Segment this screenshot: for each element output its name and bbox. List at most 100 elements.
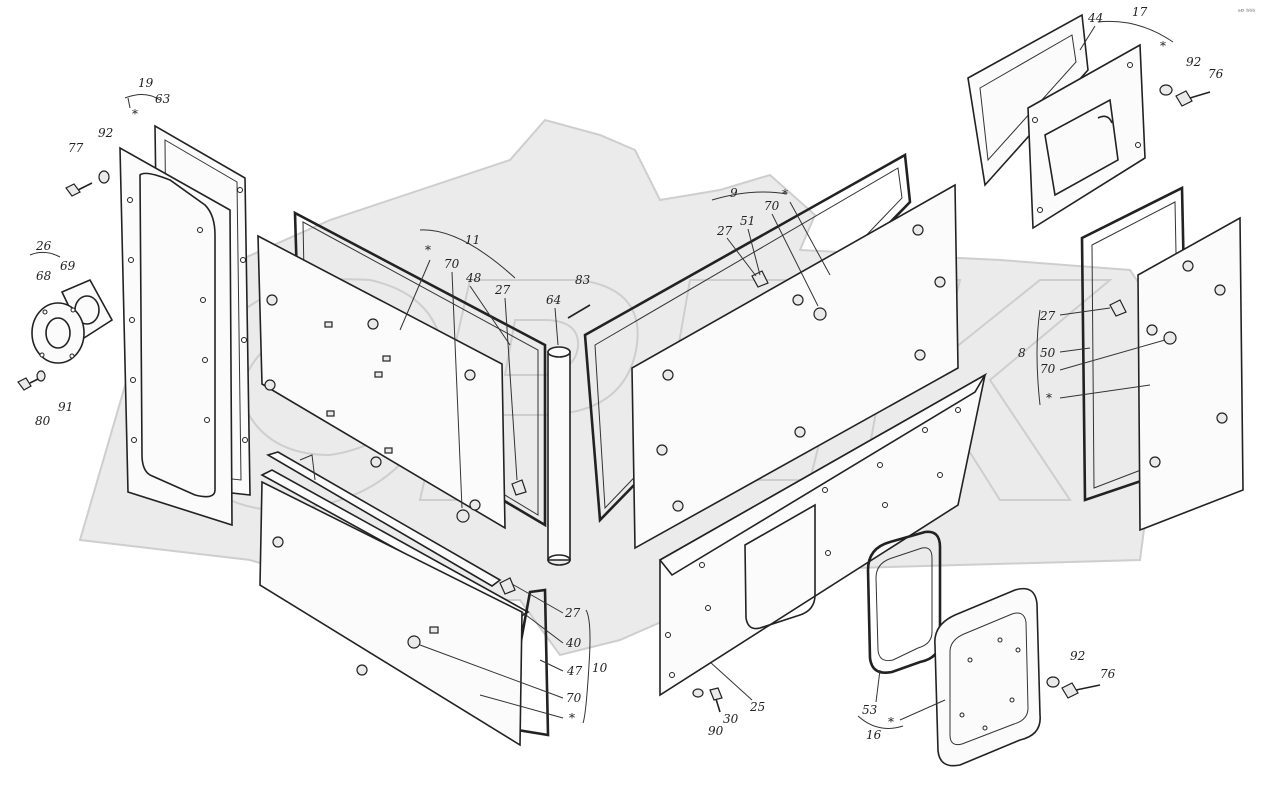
callout-69: 69 [60, 259, 76, 273]
corner-mark: ᵃᴰ ᵇᵇᵇ [1238, 8, 1255, 16]
callout-8: 8 [1018, 346, 1026, 360]
callout-27-lower: 27 [564, 606, 581, 620]
callout-16: 16 [866, 728, 882, 742]
leader-star-11 [399, 259, 431, 331]
brace-11 [419, 229, 516, 279]
callout-63: 63 [155, 92, 171, 106]
callout-64: 64 [546, 293, 561, 307]
callout-50: 50 [1040, 346, 1056, 360]
callout-76-lower: 76 [1100, 667, 1116, 681]
screw-30 [709, 687, 723, 713]
callout-90: 90 [708, 724, 724, 738]
leader-48 [469, 285, 511, 346]
callout-star-9: * [782, 187, 788, 201]
callout-92-left: 92 [98, 126, 113, 140]
panel-11 [257, 234, 506, 530]
callout-17: 17 [1132, 5, 1148, 19]
part-group-10-panel [259, 451, 550, 747]
rail-27 [266, 451, 502, 587]
callout-40: 40 [565, 636, 582, 650]
washer-91 [36, 370, 46, 382]
callout-star-11: * [425, 243, 431, 257]
flange-68 [31, 302, 85, 364]
clip-27-center [751, 270, 769, 288]
callout-25: 25 [749, 700, 765, 714]
nut-70-center [813, 307, 827, 321]
washer-92-lower [1046, 676, 1060, 688]
callout-star-10: * [569, 711, 575, 725]
callout-47: 47 [566, 664, 583, 678]
callout-star-17: * [1160, 39, 1166, 53]
clip-27-lower [499, 577, 516, 595]
part-group-26-flange [31, 278, 114, 364]
callout-26: 26 [35, 239, 52, 253]
nut-70-right [1163, 331, 1177, 345]
callout-star-8: * [1046, 391, 1052, 405]
brace-10 [582, 609, 591, 724]
frame-44 [967, 13, 1089, 187]
brace-8 [1036, 309, 1041, 406]
callout-77: 77 [68, 141, 84, 155]
callout-70-upper: 70 [444, 257, 460, 271]
callout-star-16: * [888, 715, 894, 729]
washer-90 [692, 688, 704, 698]
callout-27-upper: 27 [494, 283, 511, 297]
callout-92-upper: 92 [1186, 55, 1201, 69]
callout-70-right: 70 [1040, 362, 1056, 376]
callout-80: 80 [35, 414, 51, 428]
nut-70-upper [456, 509, 470, 523]
callout-27-right: 27 [1039, 309, 1056, 323]
part-group-19-frame [119, 124, 251, 527]
callout-19: 19 [138, 76, 154, 90]
clip-27-right [1109, 299, 1127, 317]
panel-10 [259, 480, 523, 747]
frame-holes [127, 187, 248, 443]
bolt-76-lower [1061, 682, 1101, 699]
callout-44: 44 [1087, 11, 1103, 25]
part-group-8-panel [1080, 185, 1244, 532]
callout-91: 91 [58, 400, 73, 414]
callout-48: 48 [465, 271, 482, 285]
callout-70-lower: 70 [566, 691, 582, 705]
bracket-plate-25 [658, 372, 988, 697]
callout-9: 9 [730, 186, 738, 200]
brace-9 [711, 191, 788, 201]
nut-70-lower [407, 635, 421, 649]
part-group-9-panel [583, 152, 959, 550]
panel-11-bolts [264, 294, 481, 511]
callout-30: 30 [723, 712, 739, 726]
callout-68: 68 [36, 269, 52, 283]
washer-92-upper [1159, 84, 1173, 96]
rod-64 [547, 346, 571, 566]
brace-26 [29, 251, 61, 258]
callout-70-center: 70 [764, 199, 780, 213]
callout-92-lower: 92 [1070, 649, 1085, 663]
cover-17 [1027, 43, 1146, 230]
part-group-17-frame [967, 13, 1146, 230]
callout-star-19: * [132, 107, 138, 121]
clip-27-upper [511, 479, 527, 496]
panel-9 [631, 183, 959, 550]
bolt-80 [17, 377, 41, 391]
leader-27-upper [504, 297, 518, 481]
part-group-16-cover [866, 530, 1041, 767]
part-group-11-panel [257, 210, 547, 530]
panel-8 [1137, 216, 1244, 532]
callout-53: 53 [862, 703, 878, 717]
bolt-76-upper [1175, 90, 1211, 107]
washer-92 [98, 170, 110, 184]
leader-70-upper [451, 271, 463, 509]
callout-83: 83 [575, 273, 591, 287]
brace-17 [1097, 20, 1174, 43]
callout-51: 51 [740, 214, 755, 228]
brace-16 [857, 715, 904, 729]
callout-27-center: 27 [716, 224, 733, 238]
bolt-77 [65, 182, 93, 197]
gasket-9 [583, 152, 912, 523]
callout-10: 10 [592, 661, 608, 675]
frame-plate-19 [119, 146, 233, 527]
cover-16 [934, 587, 1041, 767]
brace-19 [124, 94, 161, 109]
callout-11: 11 [465, 233, 480, 247]
